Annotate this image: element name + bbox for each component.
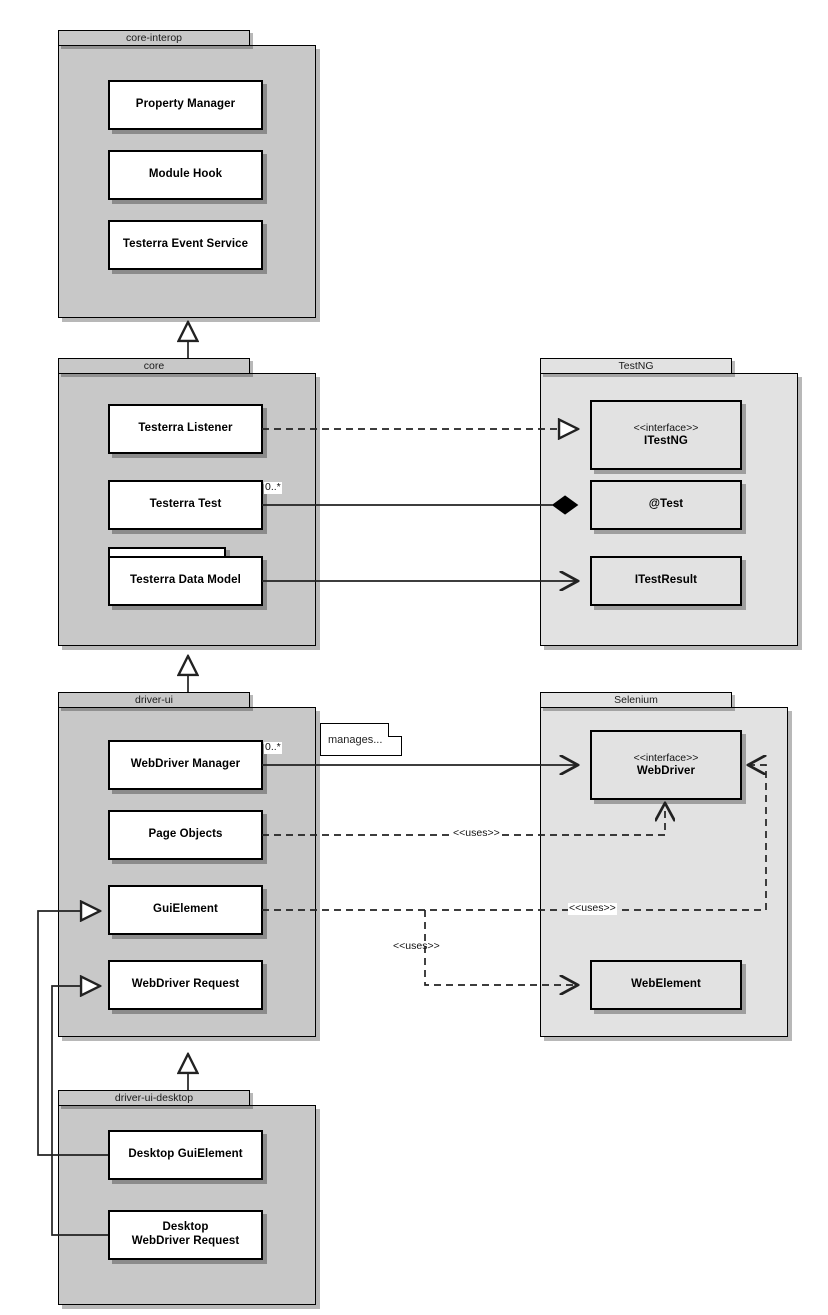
edge-label-uses-guielement: <<uses>> <box>568 902 617 915</box>
package-label-testng: TestNG <box>618 359 654 372</box>
class-label-itestresult: ITestResult <box>634 574 698 587</box>
class-label-desktop-guielement: Desktop GuiElement <box>128 1148 243 1161</box>
class-testerra-test[interactable]: Testerra Test <box>108 480 263 530</box>
class-label-desktop-webdriver-request-line1: Desktop <box>162 1221 209 1234</box>
class-desktop-guielement[interactable]: Desktop GuiElement <box>108 1130 263 1180</box>
edge-label-uses-page-objects: <<uses>> <box>452 827 501 840</box>
note-fold-corner-icon <box>388 723 402 737</box>
class-webdriver-manager[interactable]: WebDriver Manager <box>108 740 263 790</box>
class-guielement[interactable]: GuiElement <box>108 885 263 935</box>
package-driver-ui-desktop[interactable]: driver-ui-desktop <box>58 1090 320 1305</box>
edge-label-uses-webelement: <<uses>> <box>392 940 441 953</box>
class-at-test[interactable]: @Test <box>590 480 742 530</box>
class-label-testerra-event-service: Testerra Event Service <box>122 238 249 251</box>
package-label-core-interop: core-interop <box>125 31 183 44</box>
class-property-manager[interactable]: Property Manager <box>108 80 263 130</box>
class-webdriver-request[interactable]: WebDriver Request <box>108 960 263 1010</box>
package-tab-testng: TestNG <box>540 358 732 374</box>
multiplicity-webdriver-manager-text: 0..* <box>265 741 281 753</box>
class-label-testerra-listener: Testerra Listener <box>138 422 233 435</box>
class-label-at-test: @Test <box>648 498 684 511</box>
package-label-core: core <box>143 359 165 372</box>
stereotype-itestng: <<interface>> <box>633 421 699 434</box>
edge-label-uses-guielement-text: <<uses>> <box>569 902 616 914</box>
class-webelement[interactable]: WebElement <box>590 960 742 1010</box>
class-testerra-event-service[interactable]: Testerra Event Service <box>108 220 263 270</box>
package-label-selenium: Selenium <box>614 693 658 706</box>
class-page-objects[interactable]: Page Objects <box>108 810 263 860</box>
class-label-webdriver-request: WebDriver Request <box>131 978 240 991</box>
class-itestng[interactable]: <<interface>> ITestNG <box>590 400 742 470</box>
class-testerra-data-model[interactable]: Testerra Data Model <box>108 556 263 606</box>
class-label-testerra-data-model: Testerra Data Model <box>130 574 241 587</box>
class-label-page-objects: Page Objects <box>148 828 223 841</box>
package-tab-driver-ui: driver-ui <box>58 692 250 708</box>
class-label-testerra-test: Testerra Test <box>149 498 222 511</box>
class-label-module-hook: Module Hook <box>148 168 223 181</box>
note-text-manages: manages... <box>328 733 383 746</box>
class-label-itestng: ITestNG <box>644 434 688 447</box>
multiplicity-testerra-test-text: 0..* <box>265 481 281 493</box>
class-label-desktop-webdriver-request-line2: WebDriver Request <box>131 1235 240 1247</box>
class-module-hook[interactable]: Module Hook <box>108 150 263 200</box>
stereotype-webdriver: <<interface>> <box>633 751 699 764</box>
class-label-property-manager: Property Manager <box>135 98 236 111</box>
class-itestresult[interactable]: ITestResult <box>590 556 742 606</box>
class-webdriver[interactable]: <<interface>> WebDriver <box>590 730 742 800</box>
package-label-driver-ui-desktop: driver-ui-desktop <box>114 1091 194 1104</box>
class-label-webdriver-manager: WebDriver Manager <box>130 758 241 771</box>
class-label-webdriver: WebDriver <box>636 764 696 777</box>
class-testerra-listener[interactable]: Testerra Listener <box>108 404 263 454</box>
note-manages[interactable]: manages... <box>320 723 402 756</box>
edge-label-uses-webelement-text: <<uses>> <box>393 940 440 952</box>
package-tab-driver-ui-desktop: driver-ui-desktop <box>58 1090 250 1106</box>
class-label-webelement: WebElement <box>631 978 701 991</box>
package-label-driver-ui: driver-ui <box>135 693 173 706</box>
package-tab-core: core <box>58 358 250 374</box>
package-tab-core-interop: core-interop <box>58 30 250 46</box>
class-label-guielement: GuiElement <box>153 903 218 916</box>
package-tab-selenium: Selenium <box>540 692 732 708</box>
multiplicity-testerra-test: 0..* <box>264 481 282 494</box>
class-desktop-webdriver-request[interactable]: Desktop WebDriver Request <box>108 1210 263 1260</box>
multiplicity-webdriver-manager: 0..* <box>264 741 282 754</box>
edge-label-uses-page-objects-text: <<uses>> <box>453 827 500 839</box>
